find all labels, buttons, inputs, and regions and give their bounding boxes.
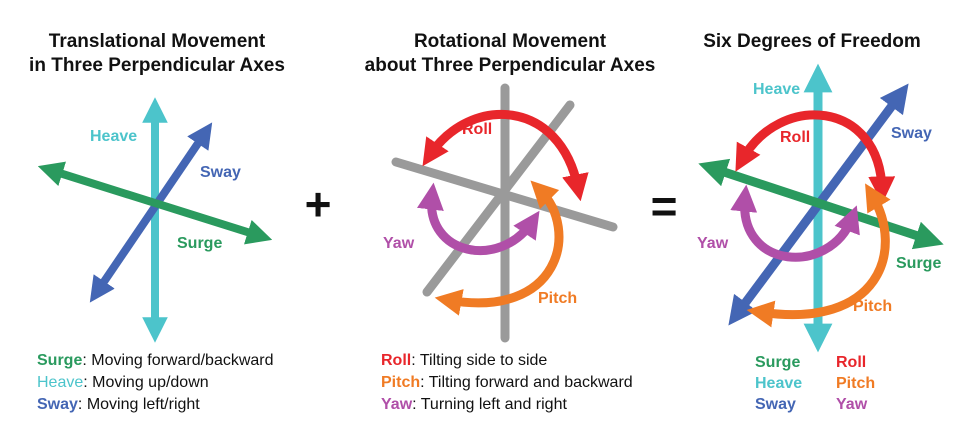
equals-operator: = [651,180,678,232]
yaw-label: Yaw [697,235,729,252]
legend-sep: : [82,352,91,369]
six-dof-legend: Surge Heave Sway Roll Pitch Yaw [755,354,875,413]
roll-label: Roll [462,121,492,138]
plus-operator: + [305,178,332,230]
legend-item-yaw: Yaw: Turning left and right [381,396,567,413]
legend-desc: Moving up/down [92,374,209,391]
legend-term: Surge [37,352,82,369]
rotational-legend: Roll: Tilting side to side Pitch: Tiltin… [381,352,633,413]
rotational-title-line1: Rotational Movement [414,31,607,52]
roll-arrow [735,110,896,204]
surge-label: Surge [896,255,941,272]
pitch-label: Pitch [538,290,577,307]
legend-sep: : [420,374,429,391]
legend-term: Pitch [381,374,420,391]
rotational-title-line2: about Three Perpendicular Axes [365,55,656,76]
legend-left-heave: Heave [755,375,802,392]
legend-desc: Moving left/right [87,396,200,413]
six-dof-panel: Six Degrees of Freedom Heave Roll Sway Y… [697,31,944,413]
translational-title-line1: Translational Movement [49,31,266,52]
legend-sep: : [78,396,87,413]
heave-label: Heave [753,81,800,98]
pitch-arrow [434,180,564,316]
legend-sep: : [412,396,421,413]
six-dof-title: Six Degrees of Freedom [703,31,921,52]
legend-item-heave: Heave: Moving up/down [37,374,209,391]
legend-right-roll: Roll [836,354,866,371]
surge-axis-arrow [37,161,273,245]
legend-desc: Turning left and right [421,396,568,413]
translational-panel: Translational Movement in Three Perpendi… [29,31,285,413]
legend-right-yaw: Yaw [836,396,868,413]
pitch-label: Pitch [853,298,892,315]
legend-term: Sway [37,396,78,413]
translational-legend: Surge: Moving forward/backward Heave: Mo… [37,352,274,413]
legend-item-sway: Sway: Moving left/right [37,396,200,413]
legend-right-pitch: Pitch [836,375,875,392]
yaw-label: Yaw [383,235,415,252]
legend-desc: Tilting side to side [420,352,548,369]
legend-left-surge: Surge [755,354,800,371]
heave-label: Heave [90,128,137,145]
legend-item-roll: Roll: Tilting side to side [381,352,547,369]
legend-term: Roll [381,352,411,369]
surge-label: Surge [177,235,222,252]
legend-sep: : [83,374,92,391]
legend-term: Heave [37,374,83,391]
legend-sep: : [411,352,420,369]
pitch-arrow [746,183,891,328]
sway-label: Sway [891,125,932,142]
roll-label: Roll [780,129,810,146]
roll-arrow [422,109,589,202]
legend-desc: Tilting forward and backward [429,374,633,391]
legend-item-surge: Surge: Moving forward/backward [37,352,274,369]
legend-desc: Moving forward/backward [91,352,273,369]
rotational-panel: Rotational Movement about Three Perpendi… [365,31,656,413]
legend-term: Yaw [381,396,413,413]
legend-left-sway: Sway [755,396,796,413]
sway-label: Sway [200,164,241,181]
legend-item-pitch: Pitch: Tilting forward and backward [381,374,633,391]
translational-title-line2: in Three Perpendicular Axes [29,55,285,76]
